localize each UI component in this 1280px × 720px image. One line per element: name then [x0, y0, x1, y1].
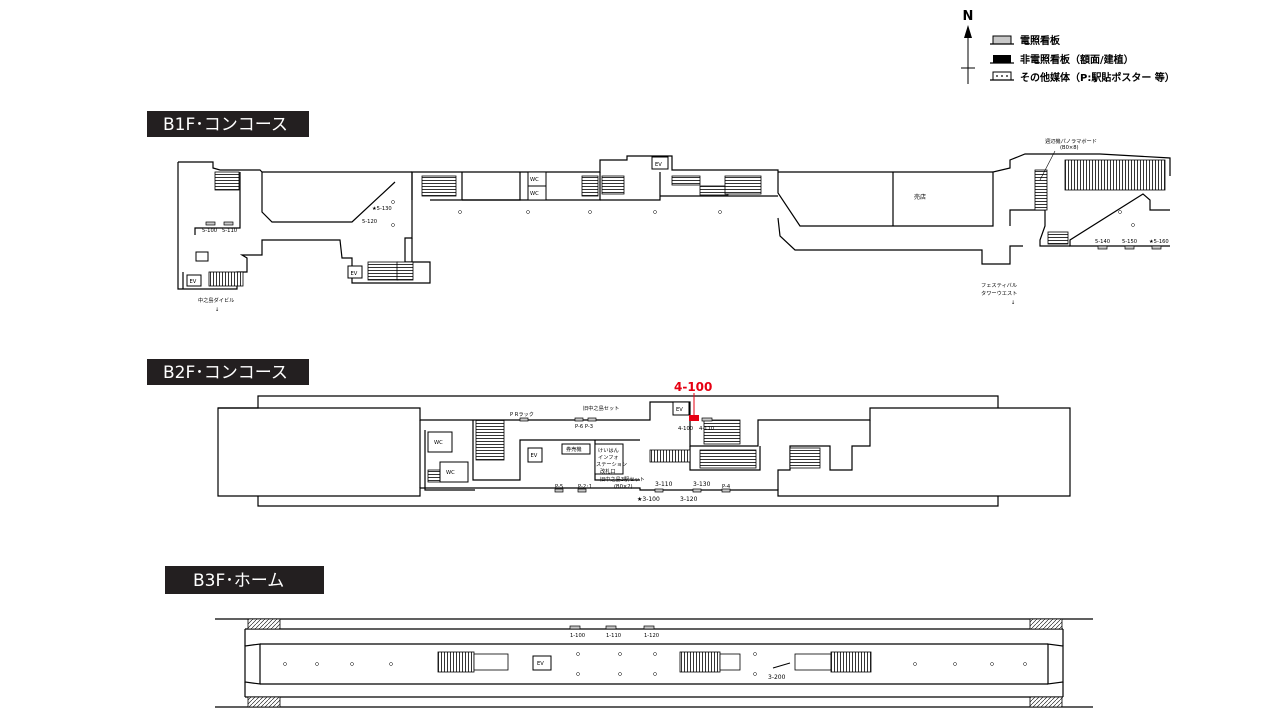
b1-kiosk-box: [195, 251, 209, 262]
b1-ev-right: [651, 156, 669, 170]
b1-ad-5100: 5-100: [202, 228, 217, 234]
b3-ad-1110: 1-110: [606, 633, 621, 639]
b2-stairs: [427, 419, 821, 483]
b2-ev-1: [527, 447, 543, 463]
b2-station-2: インフォ: [598, 454, 619, 461]
legend: 電照看板 非電照看板（額面/建植） その他媒体（P:駅貼ポスター 等）: [990, 34, 1175, 84]
b1-ad-5110: 5-110: [222, 228, 237, 234]
b3-title: B3F･ホーム: [193, 571, 284, 591]
b2-station-3: ステーション: [596, 461, 627, 468]
b3-ad-1100: 1-100: [570, 633, 585, 639]
b1-panorama-label: 週辺機パノラマボード: [1045, 137, 1097, 145]
b2-p4: P-4: [722, 484, 731, 490]
b2-wc-2-label: WC: [446, 470, 455, 476]
b2-ad-3100: ★3-100: [637, 496, 660, 503]
b2-ad-3120: 3-120: [680, 496, 698, 503]
b2-pr-rack: P Rラック: [510, 411, 534, 418]
b1-ad-5130: ★5-130: [372, 206, 392, 212]
b2-ad-4100-small: 4-100: [678, 426, 693, 432]
b1-ad-5120: 5-120: [362, 219, 377, 225]
b2-ev-2: [672, 401, 690, 416]
b1-stairs: [208, 159, 1166, 287]
b2-header: B2F･コンコース: [147, 359, 309, 385]
b2-floor-plan: [217, 395, 1071, 507]
b2-wc-1-label: WC: [434, 440, 443, 446]
b1-title: B1F･コンコース: [163, 115, 288, 135]
b2-text: けいはん インフォ ステーション 改札口 P Rラック 旧中之島セット P-6 …: [510, 404, 731, 503]
b2-highlight-marker: [689, 415, 699, 421]
b1-ev-left: [186, 274, 202, 287]
b1-ad-5150: 5-150: [1122, 239, 1137, 245]
legend-other-swatch-icon: [990, 71, 1014, 81]
b2-ad-3130: 3-130: [693, 481, 711, 488]
b1-wc-1-label: WC: [530, 177, 539, 183]
b3-header: B3F･ホーム: [165, 566, 324, 594]
b2-rooms: WC WC EV EV 券売機: [427, 401, 690, 483]
legend-unlit-swatch-icon: [990, 55, 1014, 64]
b1-wc-2-label: WC: [530, 191, 539, 197]
b1-ev-mid: [347, 265, 363, 279]
b1-ad-5160: ★5-160: [1149, 239, 1169, 245]
b2-p5: P-5: [555, 484, 563, 490]
legend-lit-swatch-icon: [990, 35, 1014, 45]
b3-stairs: [437, 651, 872, 673]
b1-text: 週辺機パノラマボード (B0×8) 中之島ダイビル ↓ フェスティバル タワーウ…: [198, 137, 1169, 313]
b2-highlight-label: 4-100: [674, 380, 712, 394]
b2-set-2: 旧中之島3駅セット: [600, 475, 645, 483]
b2-wc-1: [427, 431, 453, 453]
b2-wc-2: [439, 461, 469, 483]
b2-station-1: けいはん: [598, 447, 619, 454]
legend-unlit-label: 非電照看板（額面/建植）: [1020, 53, 1134, 66]
b2-title: B2F･コンコース: [163, 363, 288, 383]
b1-ad-markers: [205, 221, 1162, 250]
b1-ev-left-label: EV: [190, 279, 197, 285]
b3-text: 1-100 1-110 1-120 3-200: [570, 633, 791, 681]
b1-ev-mid-label: EV: [351, 271, 358, 277]
b3-rooms: EV: [532, 655, 552, 671]
legend-other-label: その他媒体（P:駅貼ポスター 等）: [1020, 71, 1175, 84]
legend-lit-label: 電照看板: [1020, 34, 1061, 47]
b2-ticket-label: 券売機: [566, 445, 582, 453]
b2-gate: 改札口: [600, 467, 616, 475]
b2-ad-4110: 4-110: [699, 426, 714, 432]
b1-exit-right-2: タワーウエスト: [981, 289, 1017, 297]
b1-shop-label: 売店: [914, 193, 926, 201]
b1-exit-left-arrow-icon: ↓: [215, 307, 219, 313]
b2-info-station: [594, 443, 624, 475]
b1-exit-left: 中之島ダイビル: [198, 296, 234, 304]
b1-exit-right-arrow-icon: ↓: [1011, 300, 1015, 306]
b3-ev: [532, 655, 552, 671]
b1-header: B1F･コンコース: [147, 111, 309, 137]
b3-platform-hatches: [247, 618, 1063, 708]
b2-ad-markers: [519, 417, 731, 493]
b3-pillars: [283, 652, 1027, 676]
b1-floor-plan: [177, 153, 1171, 290]
b3-ev-label: EV: [537, 661, 544, 667]
b3-ad-3200: 3-200: [768, 674, 786, 681]
b2-ad-3110: 3-110: [655, 481, 673, 488]
b1-rooms: EV EV EV WC WC 売店: [186, 156, 926, 287]
b2-set-2-size: (B0×2): [614, 484, 633, 490]
b3-ad-1120: 1-120: [644, 633, 659, 639]
b2-set-1: 旧中之島セット: [583, 404, 619, 412]
b2-ev-1-label: EV: [531, 453, 538, 459]
b1-wc-2: [527, 185, 547, 201]
north-arrow-icon: [964, 25, 972, 38]
b2-p2: P-2･1: [578, 484, 592, 490]
b1-panorama-size: (B0×8): [1060, 145, 1079, 151]
b2-p6p3: P-6 P-3: [575, 424, 593, 430]
b2-highlight: 4-100: [674, 380, 712, 421]
b2-ticket-machine: [561, 443, 591, 455]
north-label: N: [963, 9, 974, 24]
b1-pillars: [391, 200, 1135, 227]
north-compass: N: [961, 9, 975, 84]
b2-ev-2-label: EV: [676, 407, 683, 413]
b1-exit-right-1: フェスティバル: [981, 282, 1017, 289]
b1-ad-5140: 5-140: [1095, 239, 1110, 245]
b1-ev-right-label: EV: [655, 162, 662, 168]
b3-ad-markers: [569, 625, 655, 630]
